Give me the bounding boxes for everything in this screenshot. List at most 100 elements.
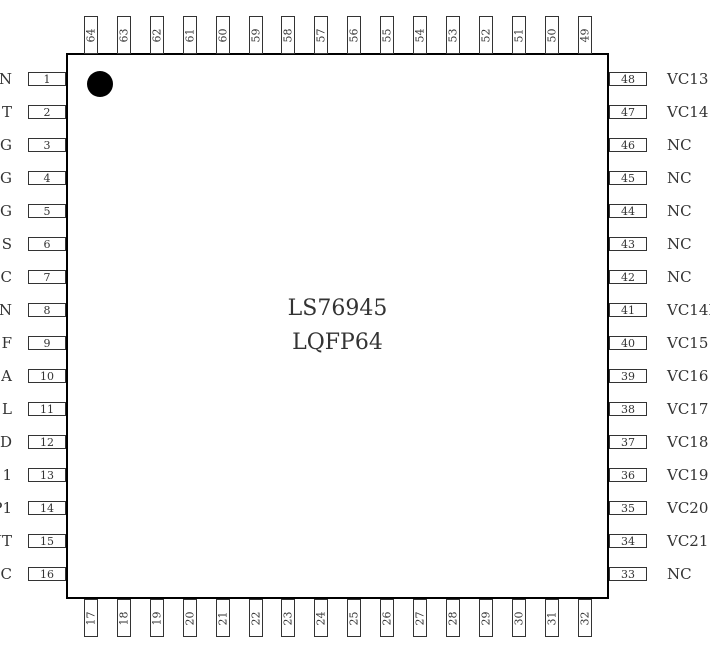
- pin-27: 27: [413, 599, 427, 637]
- pin-23: 23: [281, 599, 296, 637]
- pin-label-13: 1: [2, 466, 12, 484]
- pin-label-10: A: [1, 367, 12, 385]
- pin-number: 64: [84, 28, 98, 42]
- pin-24: 24: [314, 599, 329, 637]
- pin-label-15: UT: [0, 532, 12, 550]
- pin-42: 42: [609, 270, 647, 284]
- pin-number: 21: [216, 611, 230, 625]
- pin-8: 8: [28, 303, 66, 317]
- pin-label-7: C: [0, 268, 12, 286]
- pin-label-44: NC: [667, 202, 692, 220]
- pin-label-3: DG: [0, 136, 12, 154]
- pin-number: 18: [117, 611, 131, 625]
- pin-4: 4: [28, 171, 66, 185]
- pin-6: 6: [28, 237, 66, 251]
- pin-label-6: S: [1, 235, 12, 253]
- pin-number: 22: [249, 611, 262, 625]
- pin-33: 33: [609, 567, 647, 581]
- pin-7: 7: [28, 270, 66, 284]
- pin-45: 45: [609, 171, 647, 185]
- pin-label-37: VC18: [667, 433, 709, 451]
- pin-number: 27: [413, 611, 427, 625]
- pin-34: 34: [609, 534, 647, 548]
- pin-number: 28: [446, 611, 460, 625]
- pin-57: 57: [314, 16, 329, 54]
- pin-58: 58: [281, 16, 296, 54]
- pin-46: 46: [609, 138, 647, 152]
- pin-number: 60: [216, 28, 230, 42]
- pin-64: 64: [84, 16, 98, 54]
- pin1-indicator-dot: [87, 71, 113, 97]
- pin-number: 25: [347, 611, 361, 625]
- pin-40: 40: [609, 336, 647, 350]
- pin-22: 22: [248, 599, 263, 637]
- pin-number: 23: [281, 611, 295, 625]
- pin-53: 53: [445, 16, 460, 54]
- pin-43: 43: [609, 237, 647, 251]
- pin-number: 55: [380, 28, 394, 42]
- pin-number: 62: [150, 28, 164, 42]
- pin-28: 28: [445, 599, 460, 637]
- pin-47: 47: [609, 105, 647, 119]
- chip-body: [66, 53, 609, 599]
- pin-39: 39: [609, 369, 647, 383]
- pin-10: 10: [28, 369, 66, 383]
- pin-21: 21: [215, 599, 230, 637]
- pin-62: 62: [149, 16, 164, 54]
- pin-number: 61: [183, 28, 197, 42]
- pin-number: 58: [281, 28, 295, 42]
- pin-number: 49: [578, 28, 591, 42]
- pin-2: 2: [28, 105, 66, 119]
- pin-label-35: VC20: [667, 499, 709, 517]
- pin-26: 26: [380, 599, 395, 637]
- pin-60: 60: [215, 16, 230, 54]
- pin-9: 9: [28, 336, 66, 350]
- pin-32: 32: [577, 599, 592, 637]
- pin-12: 12: [28, 435, 66, 449]
- pin-49: 49: [577, 16, 592, 54]
- pin-number: 30: [512, 611, 526, 625]
- pin-41: 41: [609, 303, 647, 317]
- pin-29: 29: [478, 599, 493, 637]
- chip-part-number: LS76945: [287, 296, 388, 321]
- pin-1: 1: [28, 72, 66, 86]
- pin-number: 20: [183, 611, 197, 625]
- pin-number: 19: [150, 611, 164, 625]
- pin-56: 56: [347, 16, 362, 54]
- pin-number: 63: [117, 28, 131, 42]
- pin-number: 17: [84, 611, 98, 625]
- pin-17: 17: [84, 599, 98, 637]
- pin-label-40: VC15: [667, 334, 709, 352]
- pin-14: 14: [28, 501, 66, 515]
- pin-25: 25: [347, 599, 362, 637]
- pin-number: 24: [314, 611, 328, 625]
- pin-number: 54: [413, 28, 427, 42]
- pin-label-48: VC13: [667, 70, 709, 88]
- pin-label-46: NC: [667, 136, 692, 154]
- pin-number: 31: [545, 611, 559, 625]
- pin-label-38: VC17: [667, 400, 709, 418]
- pin-36: 36: [609, 468, 647, 482]
- pin-label-5: G: [0, 202, 12, 220]
- pin-52: 52: [478, 16, 493, 54]
- pin-48: 48: [609, 72, 647, 86]
- pin-label-45: NC: [667, 169, 692, 187]
- pin-15: 15: [28, 534, 66, 548]
- pin-label-42: NC: [667, 268, 692, 286]
- pin-44: 44: [609, 204, 647, 218]
- pin-label-41: VC14B: [667, 301, 710, 319]
- pin-51: 51: [511, 16, 526, 54]
- pin-63: 63: [116, 16, 131, 54]
- pin-18: 18: [116, 599, 131, 637]
- pin-54: 54: [413, 16, 427, 54]
- pin-label-12: GD: [0, 433, 12, 451]
- pin-20: 20: [182, 599, 197, 637]
- pin-label-4: G: [0, 169, 12, 187]
- pin-label-39: VC16: [667, 367, 709, 385]
- pin-label-8: N: [0, 301, 12, 319]
- pin-50: 50: [544, 16, 559, 54]
- pin-3: 3: [28, 138, 66, 152]
- pin-label-34: VC21: [667, 532, 709, 550]
- pin-label-47: VC14: [667, 103, 709, 121]
- pin-38: 38: [609, 402, 647, 416]
